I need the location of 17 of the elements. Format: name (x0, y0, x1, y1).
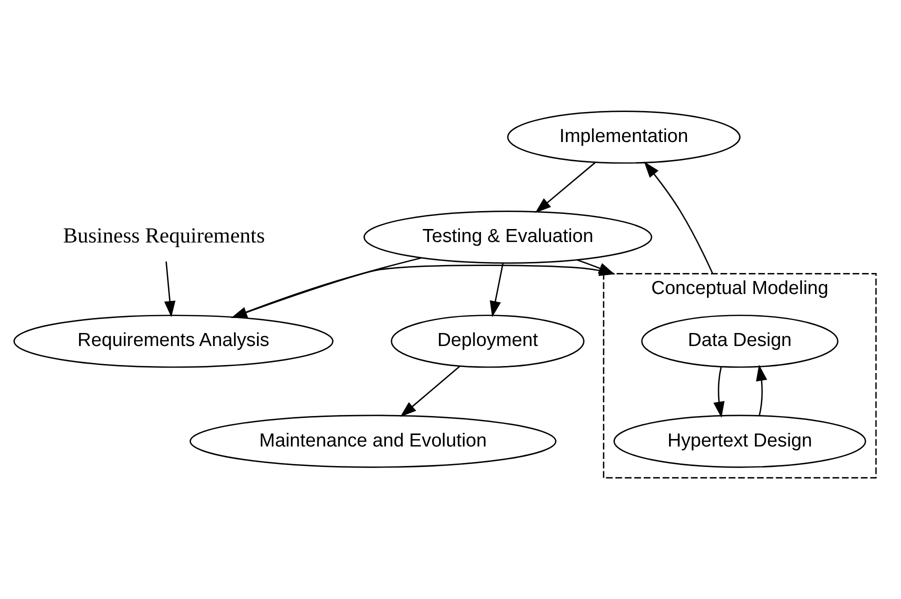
arrow (230, 256, 422, 318)
arrow (164, 260, 176, 317)
node-ellipse: Deployment (390, 314, 585, 368)
arrow (400, 365, 460, 416)
node-ellipse: Implementation (507, 110, 741, 164)
node-ellipse: Data Design (641, 314, 838, 368)
node-ellipse: Testing & Evaluation (364, 210, 652, 264)
node-text: Business Requirements (63, 222, 265, 247)
arrow (644, 161, 714, 274)
arrow (535, 162, 596, 213)
node-ellipse: Maintenance and Evolution (190, 414, 556, 468)
node-ellipse: Hypertext Design (613, 414, 866, 468)
arrow (490, 262, 504, 317)
node-ellipse: Requirements Analysis (13, 314, 334, 368)
arrow (576, 258, 615, 274)
arrow (756, 364, 768, 416)
arrow (713, 366, 725, 418)
